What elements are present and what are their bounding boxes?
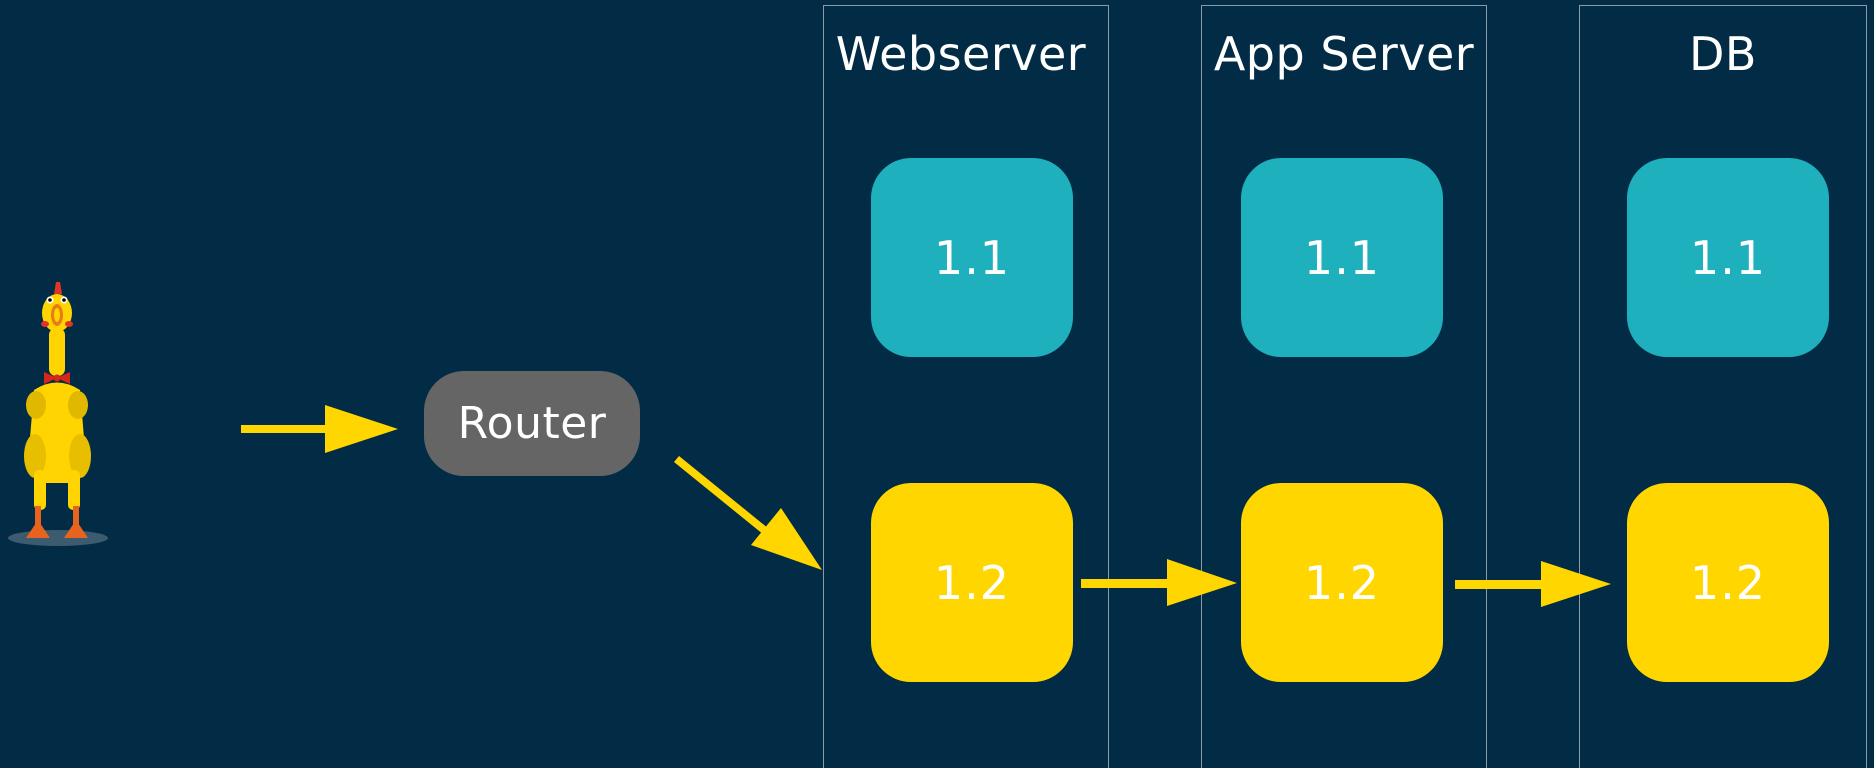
box-label: 1.1 <box>1303 230 1381 285</box>
db-box-1-2: 1.2 <box>1627 483 1829 682</box>
app-server-column-title: App Server <box>1213 27 1475 81</box>
arrow-router-to-webserver <box>674 456 822 570</box>
app-server-column: App Server <box>1201 5 1487 768</box>
router-node: Router <box>424 371 640 476</box>
webserver-column-title: Webserver <box>835 27 1087 81</box>
box-label: 1.1 <box>1689 230 1767 285</box>
box-label: 1.1 <box>933 230 1011 285</box>
db-column: DB <box>1579 5 1867 768</box>
webserver-box-1-2: 1.2 <box>871 483 1073 682</box>
box-label: 1.2 <box>1303 555 1381 610</box>
db-box-1-1: 1.1 <box>1627 158 1829 357</box>
app-server-box-1-1: 1.1 <box>1241 158 1443 357</box>
webserver-column: Webserver <box>823 5 1109 768</box>
box-label: 1.2 <box>933 555 1011 610</box>
box-label: 1.2 <box>1689 555 1767 610</box>
router-label: Router <box>457 398 607 449</box>
arrow-chicken-to-router <box>241 405 398 453</box>
db-column-title: DB <box>1689 27 1757 81</box>
webserver-box-1-1: 1.1 <box>871 158 1073 357</box>
rubber-chicken-icon <box>8 282 108 546</box>
app-server-box-1-2: 1.2 <box>1241 483 1443 682</box>
